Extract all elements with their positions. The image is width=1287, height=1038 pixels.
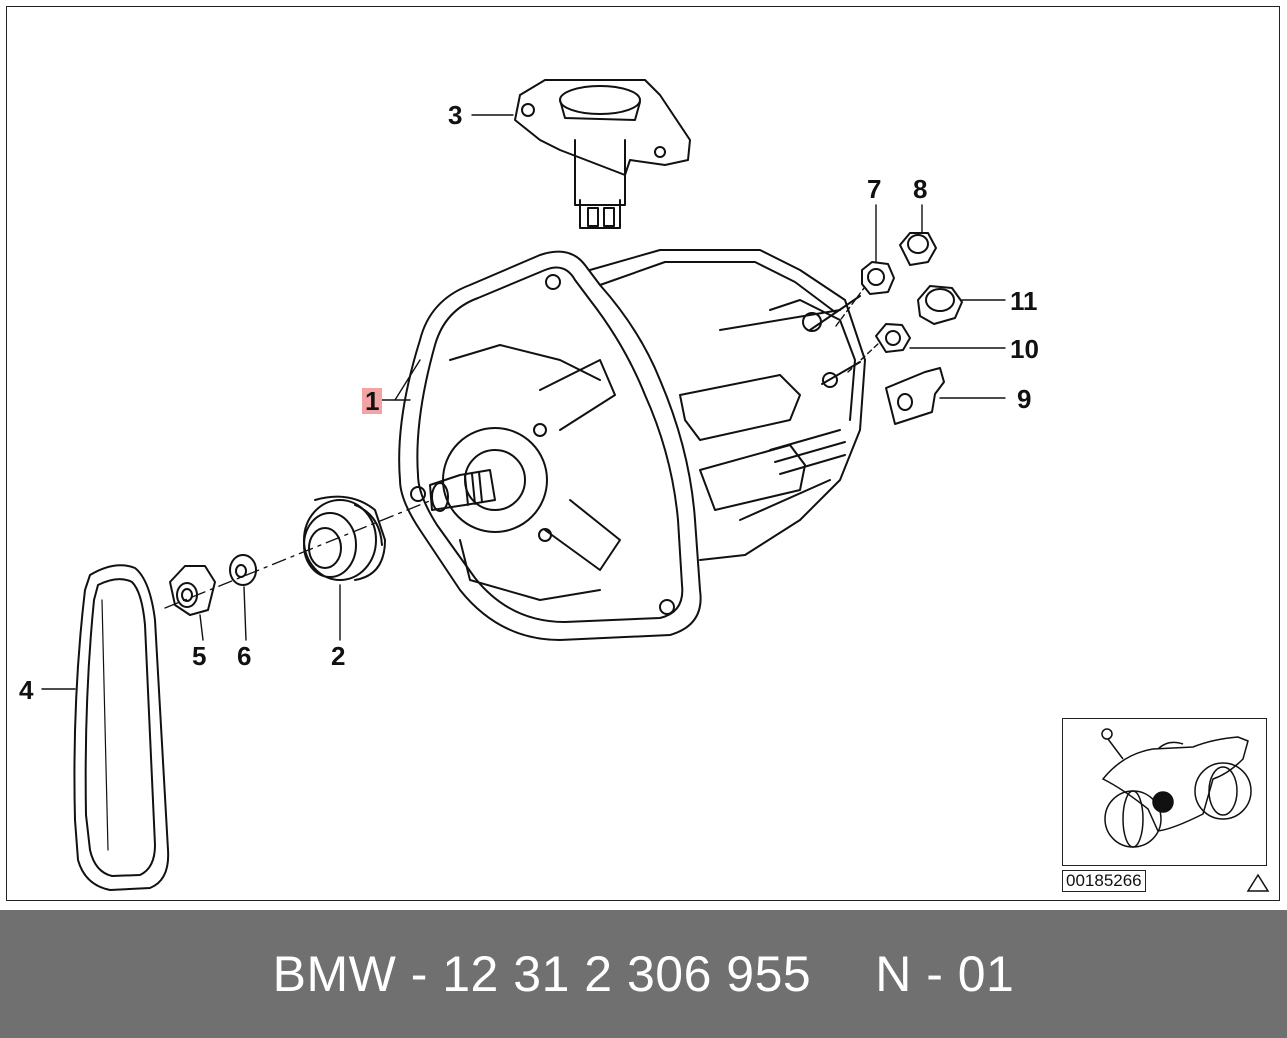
parts-diagram: 3 1 2 6 5 4 7 8 11 10 9 00185266 [6,6,1280,901]
cap-nut-11-part [917,285,963,325]
voltage-regulator-part [514,79,691,229]
exploded-view-drawing [41,79,1006,891]
v-belt-part [73,564,170,891]
washer-part [229,554,257,586]
hex-nut-10-part [875,323,911,353]
shaft-axis-line [164,499,433,609]
callout-4[interactable]: 4 [19,675,34,705]
callout-11[interactable]: 11 [1010,286,1038,316]
callout-6[interactable]: 6 [237,641,252,671]
callout-7[interactable]: 7 [867,174,882,204]
leader-lines [41,114,1006,690]
callout-1[interactable]: 1 [362,388,383,414]
callout-5[interactable]: 5 [192,641,207,671]
alternator-part [398,249,866,641]
cap-nut-8-part [899,232,937,266]
pulley-part [303,495,386,581]
callout-9[interactable]: 9 [1017,384,1032,414]
diagram-reference: N - 01 [875,946,1015,1002]
callout-8[interactable]: 8 [913,174,928,204]
motorcycle-locator-icon [1062,718,1267,866]
footer-caption: BMW - 12 31 2 306 955 N - 01 [0,910,1287,1038]
warning-triangle-icon [1246,873,1270,892]
callout-3[interactable]: 3 [448,100,463,130]
part-number: BMW - 12 31 2 306 955 [272,946,812,1002]
terminal-bracket-9-part [885,367,945,425]
hex-nut-7-part [861,261,895,295]
callout-2[interactable]: 2 [331,641,346,671]
footer-bar: BMW - 12 31 2 306 955 N - 01 [0,910,1287,1038]
nut-part [169,565,216,616]
callout-10[interactable]: 10 [1010,334,1039,364]
diagram-frame [6,6,1280,901]
drawing-number: 00185266 [1062,870,1146,892]
